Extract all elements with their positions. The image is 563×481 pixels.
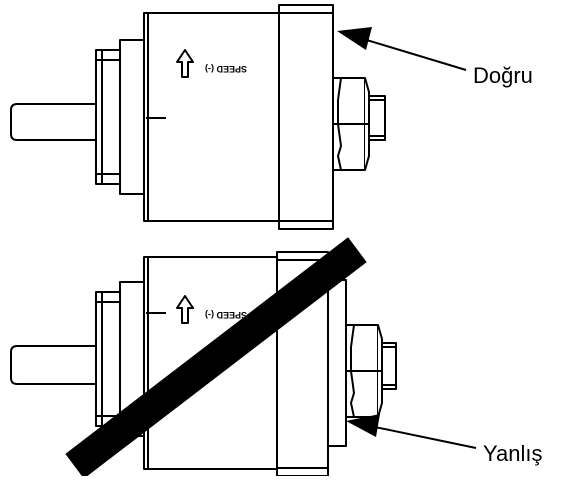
connector [381, 342, 397, 390]
speed-engraving: SPEED (-) [205, 64, 247, 74]
gap-spacer [327, 279, 347, 447]
encoder-body [143, 12, 280, 222]
direction-arrow-icon [176, 295, 194, 324]
hex-nut [332, 77, 370, 171]
rear-flange [95, 49, 121, 185]
shaft [10, 103, 98, 141]
label-correct: Doğru [473, 63, 533, 88]
connector [368, 95, 386, 141]
pointer-arrow-correct [337, 27, 467, 71]
strike-bar [65, 237, 367, 479]
direction-arrow-icon [176, 49, 194, 78]
label-wrong: Yanlış [483, 441, 543, 466]
speed-engraving: SPEED (-) [205, 310, 247, 320]
correct-assembly [10, 4, 386, 230]
mounting-plate [119, 39, 145, 195]
pointer-arrow-wrong [346, 414, 477, 449]
rear-flange [95, 291, 121, 427]
hex-nut [345, 324, 383, 418]
shaft [10, 345, 98, 385]
front-ring [278, 4, 334, 230]
